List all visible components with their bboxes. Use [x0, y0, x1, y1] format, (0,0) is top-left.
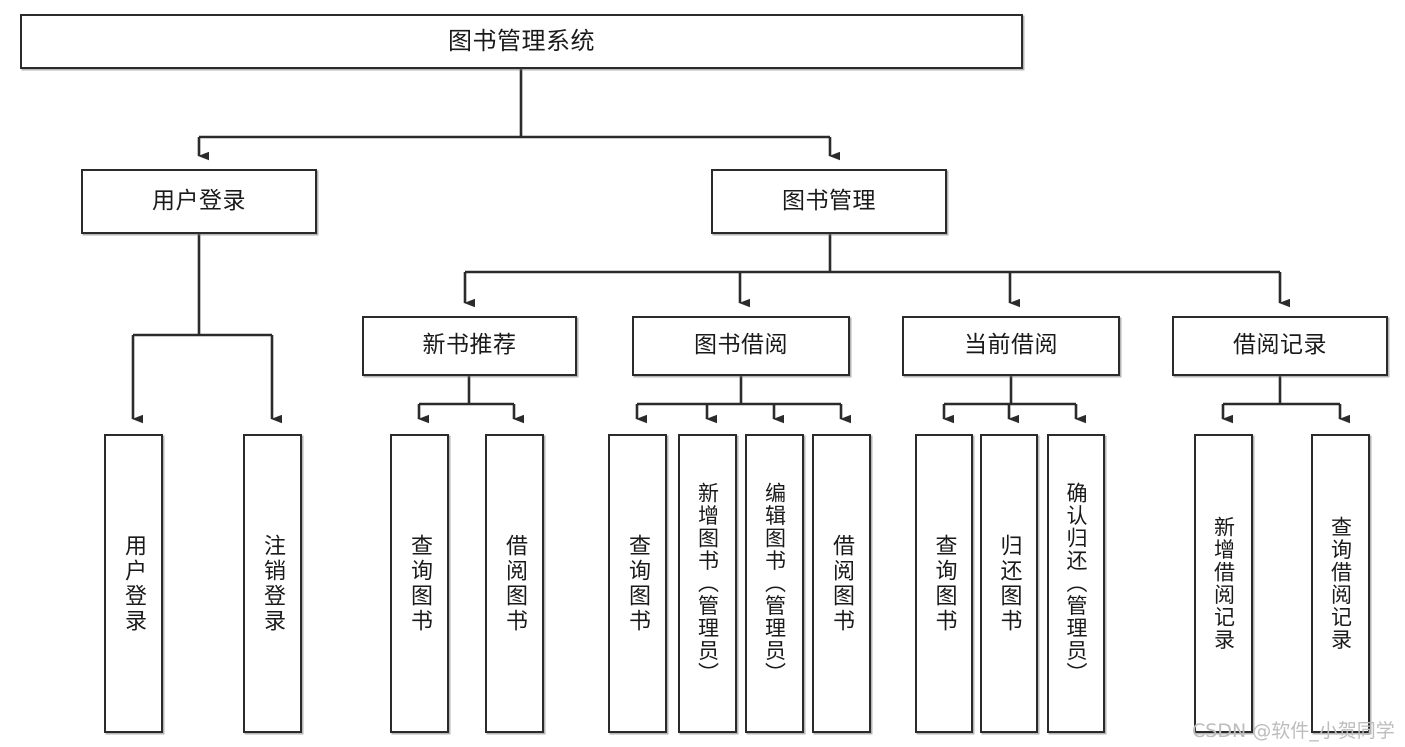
- node-leaf-query-book-3[interactable]: 查询图书: [915, 434, 973, 733]
- node-leaf-query-record[interactable]: 查询借阅记录: [1311, 434, 1370, 733]
- node-leaf-confirm-return-label: 确认归还（管理员）: [1064, 482, 1089, 685]
- node-leaf-query-record-label: 查询借阅记录: [1328, 516, 1353, 651]
- node-borrow-record[interactable]: 借阅记录: [1172, 316, 1388, 376]
- node-leaf-edit-book-label: 编辑图书（管理员）: [762, 482, 787, 685]
- node-current-borrow-label: 当前借阅: [964, 332, 1058, 359]
- node-leaf-query-book-1-label: 查询图书: [407, 533, 433, 634]
- node-book-borrow[interactable]: 图书借阅: [632, 316, 850, 376]
- node-current-borrow[interactable]: 当前借阅: [902, 316, 1120, 376]
- node-leaf-query-book-2[interactable]: 查询图书: [608, 434, 667, 733]
- node-root[interactable]: 图书管理系统: [20, 14, 1023, 69]
- node-leaf-confirm-return[interactable]: 确认归还（管理员）: [1047, 434, 1105, 733]
- node-leaf-borrow-book-1[interactable]: 借阅图书: [485, 434, 544, 733]
- node-leaf-query-book-3-label: 查询图书: [931, 533, 957, 634]
- node-leaf-add-book-label: 新增图书（管理员）: [695, 482, 720, 685]
- node-user-login[interactable]: 用户登录: [81, 169, 317, 234]
- node-leaf-user-login[interactable]: 用户登录: [104, 434, 163, 733]
- node-new-book-recommend[interactable]: 新书推荐: [362, 316, 577, 376]
- node-leaf-borrow-book-1-label: 借阅图书: [502, 533, 528, 634]
- node-borrow-record-label: 借阅记录: [1233, 332, 1327, 359]
- node-leaf-return-book[interactable]: 归还图书: [980, 434, 1038, 733]
- node-book-borrow-label: 图书借阅: [694, 332, 788, 359]
- node-leaf-add-record[interactable]: 新增借阅记录: [1194, 434, 1253, 733]
- node-leaf-logout-login-label: 注销登录: [260, 533, 286, 634]
- node-root-label: 图书管理系统: [448, 27, 595, 56]
- node-book-manage-label: 图书管理: [782, 187, 876, 214]
- node-book-manage[interactable]: 图书管理: [711, 169, 947, 234]
- node-leaf-query-book-2-label: 查询图书: [625, 533, 651, 634]
- node-leaf-edit-book[interactable]: 编辑图书（管理员）: [745, 434, 804, 733]
- node-new-book-recommend-label: 新书推荐: [422, 332, 517, 359]
- node-leaf-borrow-book-2[interactable]: 借阅图书: [812, 434, 871, 733]
- node-leaf-add-book[interactable]: 新增图书（管理员）: [678, 434, 737, 733]
- watermark: CSDN @软件_小贺同学: [1192, 720, 1395, 742]
- node-leaf-query-book-1[interactable]: 查询图书: [390, 434, 449, 733]
- node-user-login-label: 用户登录: [152, 187, 246, 214]
- node-leaf-add-record-label: 新增借阅记录: [1211, 516, 1236, 651]
- node-leaf-return-book-label: 归还图书: [996, 533, 1022, 634]
- node-leaf-user-login-label: 用户登录: [121, 533, 147, 634]
- node-leaf-borrow-book-2-label: 借阅图书: [829, 533, 855, 634]
- node-leaf-logout-login[interactable]: 注销登录: [243, 434, 302, 733]
